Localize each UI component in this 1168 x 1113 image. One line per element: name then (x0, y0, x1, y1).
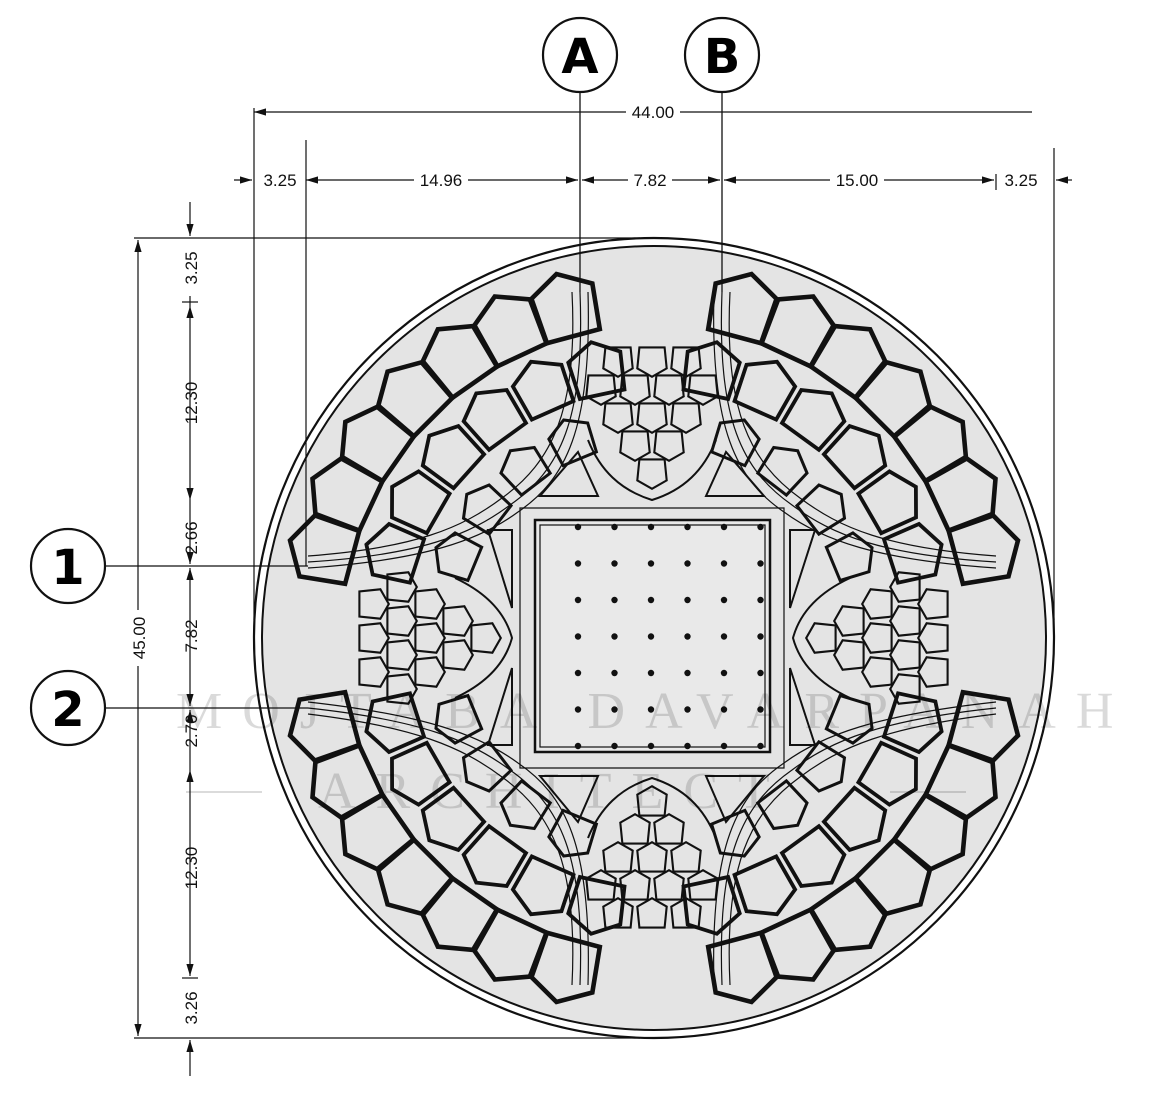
column-dot (684, 633, 691, 640)
column-dot (647, 633, 655, 640)
grid-markers: A B 1 2 (29, 16, 761, 747)
watermark-line-2: ARCHITECT (318, 763, 790, 820)
column-dot (574, 560, 582, 567)
column-dot (684, 706, 691, 713)
column-dot (647, 742, 655, 750)
dim-lower-gap: 2.70 (182, 714, 201, 747)
grid-bubble-1: 1 (29, 527, 107, 605)
svg-text:A: A (561, 29, 598, 85)
column-dot (611, 742, 618, 750)
column-dot (757, 742, 764, 750)
column-dot (611, 523, 618, 531)
column-dot (720, 560, 728, 567)
column-dot (574, 596, 582, 604)
dim-left-offset: 3.25 (263, 171, 296, 190)
column-dot (720, 706, 728, 713)
column-dot (720, 742, 728, 750)
svg-text:B: B (704, 29, 741, 85)
corner-triangles (486, 450, 817, 824)
dim-top-span: 12.30 (182, 382, 201, 425)
grid-bubble-a: A (541, 16, 619, 94)
column-dot (647, 706, 655, 713)
dim-bottom-offset: 3.26 (182, 991, 201, 1024)
column-dot (647, 596, 655, 604)
svg-text:2: 2 (51, 682, 84, 738)
column-dot (757, 669, 764, 677)
dim-right-span: 15.00 (836, 171, 879, 190)
column-dot (574, 706, 582, 713)
column-dot (720, 633, 728, 640)
watermark-line-1: MOJTABA DAVARPANAH (176, 683, 1133, 740)
column-dot (574, 633, 582, 640)
column-dot (757, 523, 764, 531)
dim-left-span: 14.96 (420, 171, 463, 190)
column-dot (647, 560, 655, 567)
dim-center-height: 7.82 (182, 619, 201, 652)
dim-upper-gap: 2.66 (182, 521, 201, 554)
column-dot (574, 523, 582, 531)
dim-top-offset: 3.25 (182, 251, 201, 284)
grid-bubble-2: 2 (29, 669, 107, 747)
column-dot (684, 742, 691, 750)
svg-text:1: 1 (51, 540, 84, 596)
column-dot (611, 596, 618, 604)
vertical-dimension-labels: 45.00 3.25 12.30 2.66 7.82 2.70 12.30 3.… (128, 251, 201, 1025)
dim-bottom-span: 12.30 (182, 847, 201, 890)
dim-right-offset: 3.25 (1004, 171, 1037, 190)
column-dot (684, 523, 691, 531)
column-dot-grid (574, 523, 764, 750)
watermark: MOJTABA DAVARPANAH ARCHITECT (176, 683, 1133, 820)
column-dot (684, 596, 691, 604)
column-dot (611, 669, 618, 677)
column-dot (720, 596, 728, 604)
grid-bubble-b: B (683, 16, 761, 94)
dim-overall-height: 45.00 (130, 617, 149, 660)
column-dot (757, 633, 764, 640)
column-dot (647, 523, 655, 531)
column-dot (757, 560, 764, 567)
column-dot (611, 633, 618, 640)
column-dot (684, 669, 691, 677)
column-dot (574, 669, 582, 677)
column-dot (574, 742, 582, 750)
column-dot (757, 596, 764, 604)
column-dot (720, 523, 728, 531)
column-dot (611, 706, 618, 713)
column-dot (757, 706, 764, 713)
column-dot (611, 560, 618, 567)
central-square (533, 518, 772, 754)
column-dot (684, 560, 691, 567)
horizontal-dimension-labels: 44.00 3.25 14.96 7.82 15.00 3.25 (263, 102, 1038, 190)
dim-overall-width: 44.00 (632, 103, 675, 122)
column-dot (720, 669, 728, 677)
dim-center-span: 7.82 (633, 171, 666, 190)
column-dot (647, 669, 655, 677)
